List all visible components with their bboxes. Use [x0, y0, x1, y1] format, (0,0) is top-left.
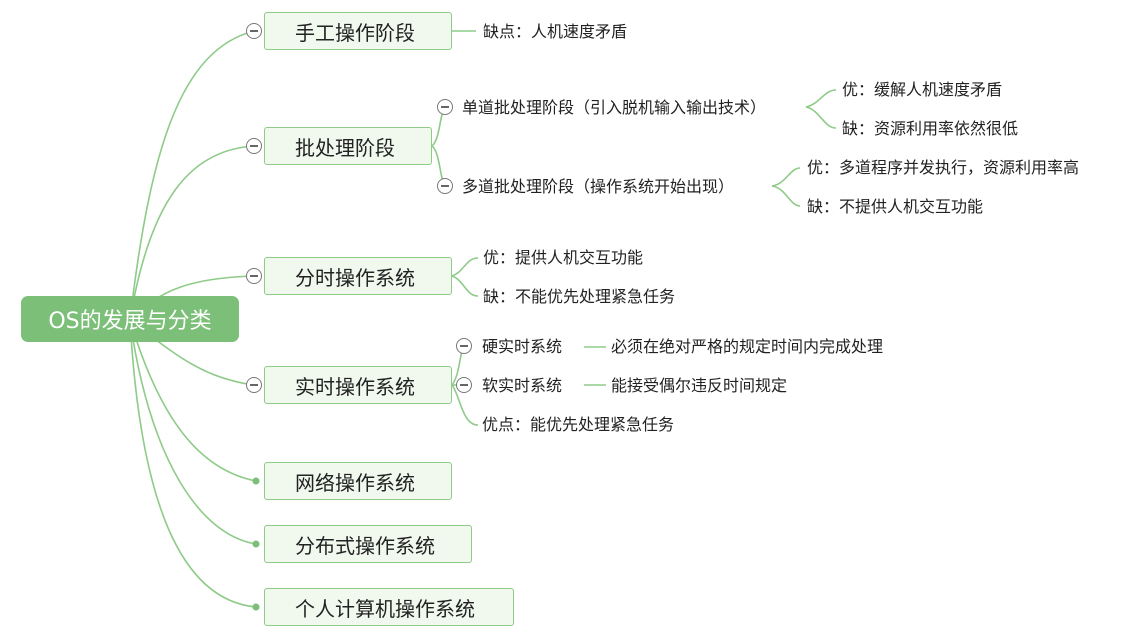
node-time-sharing[interactable]: 分时操作系统 — [264, 257, 452, 295]
collapse-icon[interactable] — [437, 178, 453, 194]
node-manual-operation[interactable]: 手工操作阶段 — [264, 12, 452, 50]
collapse-icon[interactable] — [246, 377, 262, 393]
timeshare-pro[interactable]: 优：提供人机交互功能 — [483, 248, 644, 267]
timeshare-con[interactable]: 缺：不能优先处理紧急任务 — [483, 287, 676, 306]
single-batch-con[interactable]: 缺：资源利用率依然很低 — [842, 119, 1019, 138]
hard-realtime-desc[interactable]: 必须在绝对严格的规定时间内完成处理 — [611, 337, 884, 356]
root-topic[interactable]: OS的发展与分类 — [21, 296, 239, 342]
collapse-icon[interactable] — [456, 377, 472, 393]
collapse-icon[interactable] — [246, 23, 262, 39]
single-batch-pro[interactable]: 优：缓解人机速度矛盾 — [842, 80, 1003, 99]
manual-con[interactable]: 缺点：人机速度矛盾 — [483, 22, 628, 41]
soft-realtime-label[interactable]: 软实时系统 — [482, 376, 563, 395]
multi-batch-label[interactable]: 多道批处理阶段（操作系统开始出现） — [462, 177, 735, 196]
node-batch-processing[interactable]: 批处理阶段 — [264, 127, 432, 165]
multi-batch-con[interactable]: 缺：不提供人机交互功能 — [807, 197, 984, 216]
hard-realtime-label[interactable]: 硬实时系统 — [482, 337, 563, 356]
node-distributed-os[interactable]: 分布式操作系统 — [264, 525, 472, 563]
realtime-pro[interactable]: 优点：能优先处理紧急任务 — [482, 415, 675, 434]
node-personal-computer-os[interactable]: 个人计算机操作系统 — [264, 588, 514, 626]
single-batch-label[interactable]: 单道批处理阶段（引入脱机输入输出技术） — [462, 98, 767, 117]
collapse-icon[interactable] — [437, 99, 453, 115]
collapse-icon[interactable] — [456, 338, 472, 354]
node-network-os[interactable]: 网络操作系统 — [264, 462, 452, 500]
multi-batch-pro[interactable]: 优：多道程序并发执行，资源利用率高 — [807, 158, 1080, 177]
soft-realtime-desc[interactable]: 能接受偶尔违反时间规定 — [611, 376, 788, 395]
node-real-time[interactable]: 实时操作系统 — [264, 366, 452, 404]
collapse-icon[interactable] — [246, 138, 262, 154]
collapse-icon[interactable] — [246, 268, 262, 284]
